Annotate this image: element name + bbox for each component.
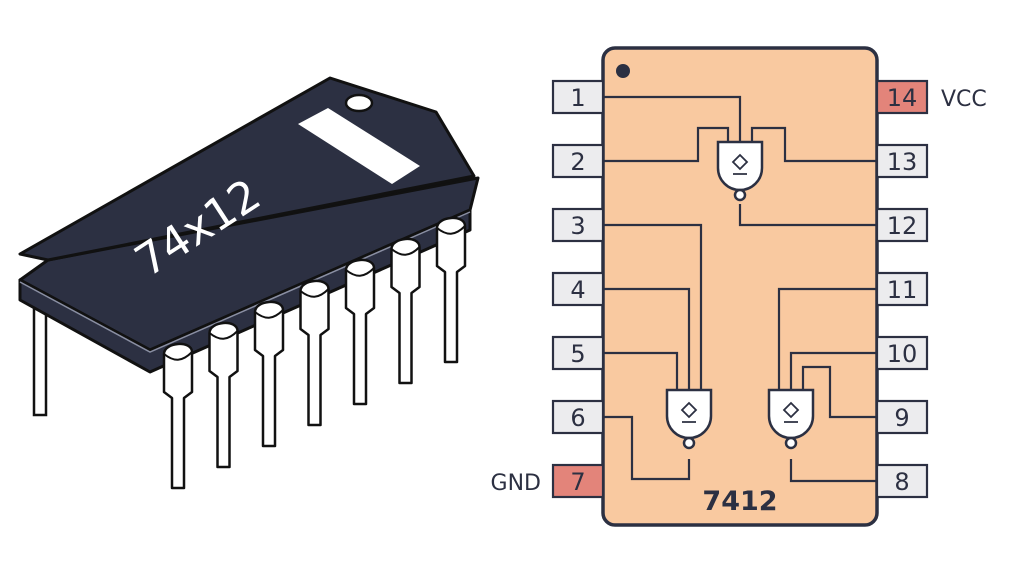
pin-lead (253, 300, 285, 448)
open-collector-icon (731, 153, 749, 175)
pin1-notch (344, 93, 374, 113)
pin-bend (254, 309, 284, 319)
inversion-bubble (784, 436, 798, 450)
pin-number: 5 (570, 340, 585, 368)
pin-bend (345, 267, 375, 277)
pin-box (551, 143, 605, 179)
pin-number: 11 (887, 276, 918, 304)
front-pin-5 (344, 258, 376, 406)
front-pin-4 (299, 279, 330, 427)
part-number: 7412 (702, 486, 777, 517)
internal-wiring (603, 95, 877, 483)
pin-7: 7 GND (491, 463, 605, 499)
pin-6: 6 (551, 399, 605, 435)
pin-number: 4 (570, 276, 585, 304)
pin-12: 12 (875, 207, 929, 243)
pin-10: 10 (875, 335, 929, 371)
pin-number: 7 (570, 468, 585, 496)
inversion-bubble (733, 188, 747, 202)
pin-4: 4 (551, 271, 605, 307)
pin-label: GND (491, 471, 541, 496)
pin-box (551, 463, 605, 499)
pin-box (551, 79, 605, 115)
pin-number: 13 (887, 148, 918, 176)
pin-label: VCC (941, 87, 987, 112)
nand-gate-3 (767, 388, 815, 450)
pin-number: 12 (887, 212, 918, 240)
pin-9: 9 (875, 399, 929, 435)
open-collector-icon (680, 401, 698, 423)
right-pin-column: 14 VCC 13 12 11 10 9 8 (875, 79, 987, 499)
pin-number: 3 (570, 212, 585, 240)
open-collector-icon (782, 401, 800, 423)
package-bottom-face (18, 208, 472, 374)
pin-box (875, 399, 929, 435)
package-stripe (298, 108, 420, 184)
pin-lead (435, 216, 467, 364)
front-pin-3 (253, 300, 285, 448)
pin-box (875, 271, 929, 307)
pin-bend (436, 225, 466, 235)
pin-13: 13 (875, 143, 929, 179)
gate-body (767, 388, 815, 440)
pin-box (875, 143, 929, 179)
gates (665, 140, 815, 450)
front-pin-2 (208, 321, 239, 469)
pin-5: 5 (551, 335, 605, 371)
pin-lead (299, 279, 330, 427)
pin-box (551, 271, 605, 307)
pin-8: 8 (875, 463, 929, 499)
gate-body (665, 388, 713, 440)
dip-package: 74x12 (18, 76, 480, 490)
pin-lead (390, 237, 421, 385)
front-pin-1 (162, 342, 194, 490)
pin-bend (390, 246, 421, 256)
pin-box (875, 463, 929, 499)
pin-box (875, 79, 929, 115)
pin-number: 2 (570, 148, 585, 176)
front-pin-7 (435, 216, 467, 364)
pin-lead (208, 321, 239, 469)
pin-number: 9 (894, 404, 909, 432)
front-pin-6 (390, 237, 421, 385)
package-top-face (18, 76, 476, 262)
pin-number: 6 (570, 404, 585, 432)
pin-number: 1 (570, 84, 585, 112)
pin-14: 14 VCC (875, 79, 987, 115)
pin-number: 10 (887, 340, 918, 368)
pin-2: 2 (551, 143, 605, 179)
inversion-bubble (682, 436, 696, 450)
front-pin-row (162, 216, 467, 490)
pin-3: 3 (551, 207, 605, 243)
pin-box (875, 207, 929, 243)
pin-number: 8 (894, 468, 909, 496)
pin-box (551, 207, 605, 243)
gate-body (716, 140, 764, 192)
pin-box (551, 335, 605, 371)
pin-lead (344, 258, 376, 406)
pin1-dot (616, 64, 630, 78)
pin-bend (208, 330, 239, 340)
pin-box (875, 335, 929, 371)
pin-11: 11 (875, 271, 929, 307)
pin-box (551, 399, 605, 435)
pin-lead (162, 342, 194, 490)
pin-bend (163, 351, 193, 361)
pin-bend (299, 288, 330, 298)
pin-1: 1 (551, 79, 605, 115)
pin-number: 14 (887, 84, 918, 112)
left-pin-column: 1 2 3 4 5 6 7 GND (491, 79, 605, 499)
nand-gate-2 (665, 388, 713, 450)
nand-gate-1 (716, 140, 764, 202)
